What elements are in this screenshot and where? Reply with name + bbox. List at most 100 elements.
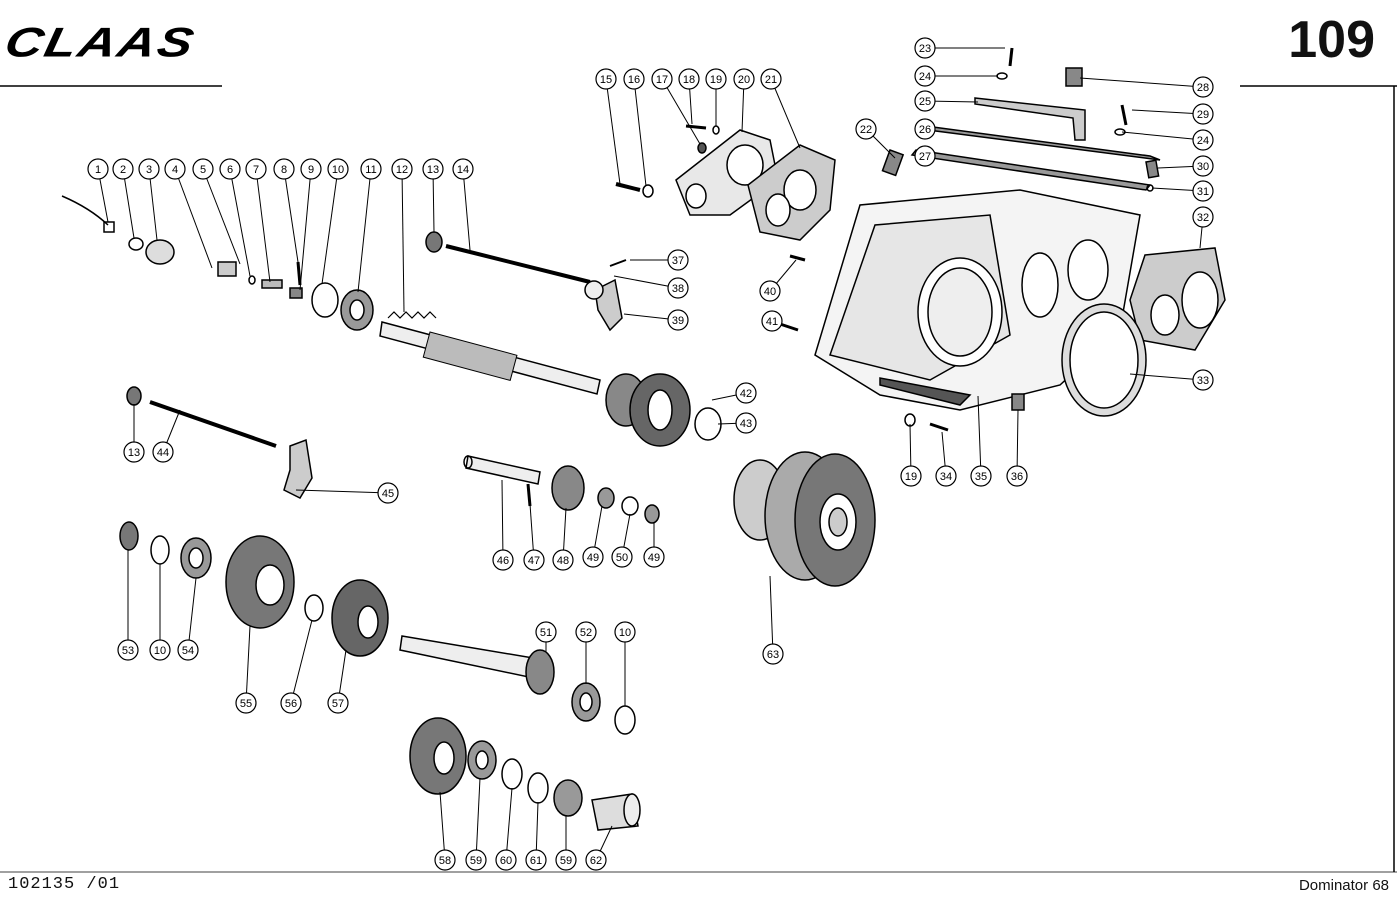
- callout-7: 7: [245, 158, 267, 180]
- callout-46: 46: [492, 549, 514, 571]
- callout-number: 23: [919, 43, 931, 55]
- callout-circle: [465, 849, 487, 871]
- callout-5: 5: [192, 158, 214, 180]
- callout-59: 59: [555, 849, 577, 871]
- leader-line-21: [770, 78, 801, 149]
- callout-number: 21: [765, 74, 777, 86]
- callout-number: 56: [285, 698, 297, 710]
- callout-number: 28: [1197, 82, 1209, 94]
- callout-37: 37: [667, 249, 689, 271]
- callout-number: 61: [530, 855, 542, 867]
- callout-circle: [219, 158, 241, 180]
- leader-line-60: [505, 787, 513, 861]
- leader-line-12: [401, 168, 405, 313]
- callout-circle: [1192, 155, 1214, 177]
- callout-circle: [495, 849, 517, 871]
- callout-number: 40: [764, 286, 776, 298]
- callout-22: 22: [855, 118, 877, 140]
- callout-number: 49: [648, 552, 660, 564]
- callout-20: 20: [733, 68, 755, 90]
- callout-45: 45: [377, 482, 399, 504]
- leader-line-36: [1016, 409, 1019, 477]
- leader-line-45: [295, 489, 389, 494]
- callout-number: 46: [497, 555, 509, 567]
- callout-circle: [914, 145, 936, 167]
- callout-circle: [300, 158, 322, 180]
- leader-line-3: [148, 168, 158, 241]
- lower-left-group: [119, 386, 389, 657]
- callout-number: 1: [95, 164, 101, 176]
- callout-44: 44: [152, 441, 174, 463]
- callout-11: 11: [360, 158, 382, 180]
- callout-number: 16: [628, 74, 640, 86]
- callout-42: 42: [735, 382, 757, 404]
- callout-35: 35: [970, 465, 992, 487]
- callout-circle: [87, 158, 109, 180]
- callout-53: 53: [117, 639, 139, 661]
- leader-line-5: [202, 168, 241, 265]
- callout-circle: [177, 639, 199, 661]
- callout-25: 25: [914, 90, 936, 112]
- callout-number: 19: [905, 471, 917, 483]
- callout-43: 43: [735, 412, 757, 434]
- callout-number: 27: [919, 151, 931, 163]
- callout-number: 60: [500, 855, 512, 867]
- callout-number: 59: [560, 855, 572, 867]
- callout-circle: [643, 546, 665, 568]
- callout-number: 4: [172, 164, 178, 176]
- drawing-number: 102135 /01: [8, 875, 121, 894]
- callout-14: 14: [452, 158, 474, 180]
- callout-number: 58: [439, 855, 451, 867]
- callout-number: 53: [122, 645, 134, 657]
- callout-number: 34: [940, 471, 952, 483]
- callout-circle: [192, 158, 214, 180]
- callout-number: 44: [157, 447, 169, 459]
- callout-number: 12: [396, 164, 408, 176]
- callout-47: 47: [523, 549, 545, 571]
- callout-number: 18: [683, 74, 695, 86]
- callout-circle: [585, 849, 607, 871]
- callout-number: 39: [672, 315, 684, 327]
- callout-circle: [492, 549, 514, 571]
- leader-line-33: [1129, 373, 1204, 381]
- leader-line-2: [122, 168, 135, 239]
- callout-circle: [678, 68, 700, 90]
- callout-circle: [900, 465, 922, 487]
- callout-27: 27: [914, 145, 936, 167]
- callout-number: 25: [919, 96, 931, 108]
- callout-circle: [651, 68, 673, 90]
- callout-number: 5: [200, 164, 206, 176]
- callout-62: 62: [585, 849, 607, 871]
- callout-10: 10: [327, 158, 349, 180]
- leader-line-54: [187, 577, 197, 651]
- callout-32: 32: [1192, 206, 1214, 228]
- callout-number: 26: [919, 124, 931, 136]
- callout-18: 18: [678, 68, 700, 90]
- callout-number: 49: [587, 552, 599, 564]
- callout-number: 63: [767, 649, 779, 661]
- leader-line-63: [769, 575, 774, 655]
- callout-circle: [280, 692, 302, 714]
- callout-13: 13: [123, 441, 145, 463]
- callout-circle: [733, 68, 755, 90]
- callout-circle: [914, 118, 936, 140]
- callout-19: 19: [705, 68, 727, 90]
- callout-circle: [1192, 76, 1214, 98]
- callout-number: 31: [1197, 186, 1209, 198]
- callout-circle: [149, 639, 171, 661]
- callout-number: 35: [975, 471, 987, 483]
- callout-54: 54: [177, 639, 199, 661]
- callout-1: 1: [87, 158, 109, 180]
- callout-12: 12: [391, 158, 413, 180]
- callout-circle: [112, 158, 134, 180]
- callout-circle: [235, 692, 257, 714]
- gearbox-housing: [615, 124, 1141, 432]
- callout-9: 9: [300, 158, 322, 180]
- callout-circle: [667, 249, 689, 271]
- callout-number: 24: [1197, 135, 1209, 147]
- leader-line-4: [174, 168, 213, 269]
- callout-number: 6: [227, 164, 233, 176]
- callout-23: 23: [914, 37, 936, 59]
- callout-circle: [1192, 103, 1214, 125]
